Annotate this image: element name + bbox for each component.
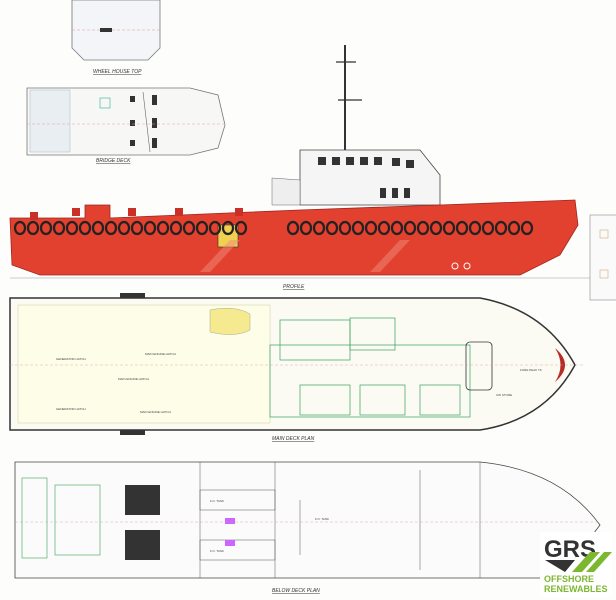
tyre-fender [182,220,196,236]
tyre-fender [416,220,430,236]
tyre-fender [52,220,66,236]
tyre-fender [221,220,235,236]
tyre-fender [507,220,521,236]
tyre-fender [481,220,495,236]
tyre-fender [455,220,469,236]
tyre-fender [325,220,339,236]
tyre-fender [299,220,313,236]
tyre-fender [403,220,417,236]
tyre-fender [65,220,79,236]
grs-logo: GRS OFFSHORE RENEWABLES [540,532,612,598]
tyre-fender [468,220,482,236]
main-engine-hatch-label: MAIN ENGINE HATCH [140,410,171,414]
generator-hatch-label: GENERATOR HATCH [56,407,86,411]
tyre-fender [234,220,248,236]
tyre-fender [442,220,456,236]
wheelhouse-top-view: WHEEL HOUSE TOP [71,0,161,75]
main-deck-plan-label: MAIN DECK PLAN [272,436,315,442]
tyre-fender [494,220,508,236]
bridge-deck-view: BRIDGE DECK [26,87,226,164]
store-label: UW STORE [496,393,512,397]
tyre-fender [208,220,222,236]
wheelhouse-top-label: WHEEL HOUSE TOP [93,69,142,75]
tyre-fender [364,220,378,236]
tyre-fender [286,220,300,236]
generator-hatch-label: GENERATOR HATCH [56,357,86,361]
tyre-fender [169,220,183,236]
tyre-fender [429,220,443,236]
logo-line2: RENEWABLES [544,584,608,594]
logo-line1: OFFSHORE [544,574,594,584]
main-engine-hatch-label: MAIN ENGINE HATCH [118,377,149,381]
tyre-fender [117,220,131,236]
tyre-fender [26,220,40,236]
partial-section-view [589,214,616,301]
fo-tank-label: F.O. TANK [315,517,329,521]
tyre-fender [91,220,105,236]
profile-view [9,45,590,279]
tyre-fender [104,220,118,236]
tyre-fender [156,220,170,236]
tyre-fender [520,220,534,236]
profile-label: PROFILE [283,284,305,290]
below-deck-plan-view: F.O. TANK F.O. TANK F.O. TANK BELOW DECK… [14,461,601,594]
bridge-deck-label: BRIDGE DECK [96,158,131,164]
fo-tank-label: F.O. TANK [210,549,224,553]
main-engine-hatch-label: MAIN ENGINE HATCH [145,352,176,356]
below-deck-plan-label: BELOW DECK PLAN [272,588,320,594]
main-deck-plan-view: GENERATOR HATCH GENERATOR HATCH MAIN ENG… [9,293,585,442]
fo-tank-label: F.O. TANK [210,499,224,503]
tyre-fender [39,220,53,236]
tyre-fender [143,220,157,236]
tyre-fender [13,220,27,236]
tyre-fender [195,220,209,236]
tyre-fender [78,220,92,236]
tyre-fender [312,220,326,236]
tyre-fender [338,220,352,236]
tyre-fender [130,220,144,236]
tyre-fender [351,220,365,236]
tyre-fender [390,220,404,236]
fender-tyres [13,220,534,236]
fore-peak-label: FORE PEAK TK [520,368,542,372]
tyre-fender [377,220,391,236]
